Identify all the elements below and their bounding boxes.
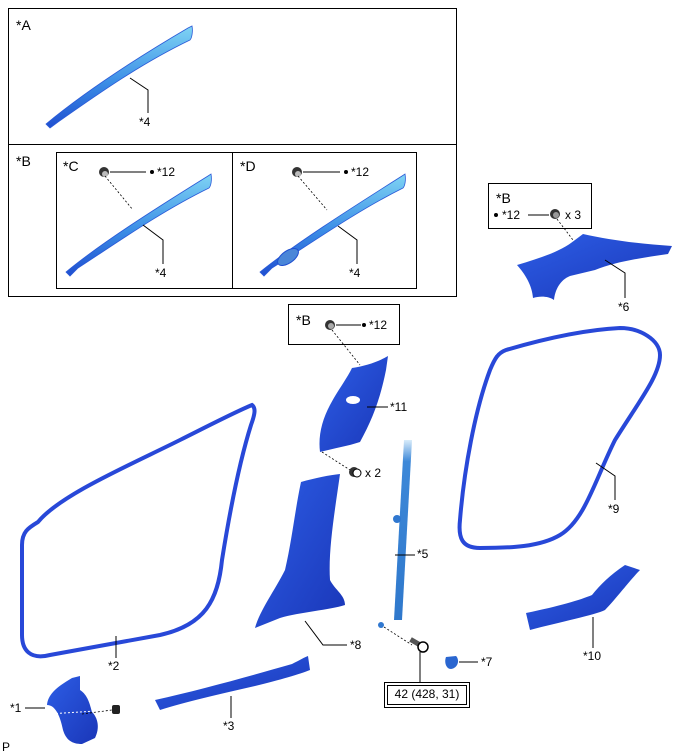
- part-4-a-label: *4: [139, 115, 151, 129]
- part-8-label: *8: [350, 638, 362, 652]
- part-7-label: *7: [481, 655, 493, 669]
- part-3-front-door-scuff-plate: [155, 656, 310, 710]
- part-6-box-label: *B: [496, 190, 511, 206]
- part-2-label: *2: [108, 659, 120, 673]
- part-6-clip-label: *12: [502, 208, 521, 222]
- clip-12-11-icon: [325, 320, 335, 330]
- part-1-label: *1: [10, 701, 22, 715]
- part-9-rear-door-weatherstrip: [457, 325, 663, 551]
- clip-x2-icon: [349, 467, 362, 478]
- top-panel: [8, 8, 457, 297]
- part-4-c-label: *4: [155, 266, 167, 280]
- torque-spec-box: 42 (428, 31): [384, 682, 470, 708]
- clip-12-c-label: *12: [157, 165, 176, 179]
- clip-12-6-icon: [550, 209, 560, 219]
- part-10-label: *10: [583, 649, 602, 663]
- part-11-box-label: *B: [296, 312, 311, 328]
- torque-spec-value: 42 (428, 31): [387, 685, 467, 705]
- part-2-front-door-weatherstrip: [20, 402, 257, 659]
- part-8-center-pillar-lower-garnish: [255, 474, 345, 628]
- clip-12-d-label: *12: [351, 165, 370, 179]
- part-4-a-pillar-garnish-d: [259, 173, 406, 277]
- sub-c-label: *C: [63, 158, 79, 174]
- part-5-seat-belt-anchor: [378, 440, 412, 628]
- part-6-clip-box: [488, 183, 592, 229]
- part-7-cover: [445, 656, 459, 669]
- anchor-bolt-icon: [409, 637, 429, 653]
- part-6-clip-qty: x 3: [565, 208, 582, 222]
- sub-d-label: *D: [240, 158, 256, 174]
- clip-12-c-icon: [99, 167, 109, 177]
- section-b-label: *B: [16, 153, 31, 169]
- part-10-rear-door-scuff-plate: [526, 565, 640, 630]
- part-11-clip-qty: x 2: [365, 466, 382, 480]
- part-5-label: *5: [417, 547, 429, 561]
- sub-panel-d: [232, 152, 417, 289]
- part-4-a-pillar-garnish-c: [65, 173, 212, 277]
- section-a-label: *A: [16, 17, 31, 33]
- part-3-label: *3: [223, 719, 235, 733]
- part-6-roof-side-inner-garnish: [517, 234, 672, 300]
- top-panel-divider: [8, 144, 457, 145]
- part-1-cowl-side-trim: [47, 676, 98, 744]
- part-11-clip-label: *12: [369, 318, 388, 332]
- part-4-a-pillar-garnish-a: [45, 25, 193, 129]
- page-marker: P: [2, 740, 11, 754]
- clip-1-icon: [112, 705, 120, 714]
- part-4-d-label: *4: [349, 266, 361, 280]
- part-9-label: *9: [608, 502, 620, 516]
- clip-12-d-icon: [292, 167, 302, 177]
- part-6-label: *6: [618, 300, 630, 314]
- part-11-clip-box: [288, 304, 400, 345]
- part-11-label: *11: [390, 400, 408, 414]
- part-11-center-pillar-upper-garnish: [319, 356, 388, 452]
